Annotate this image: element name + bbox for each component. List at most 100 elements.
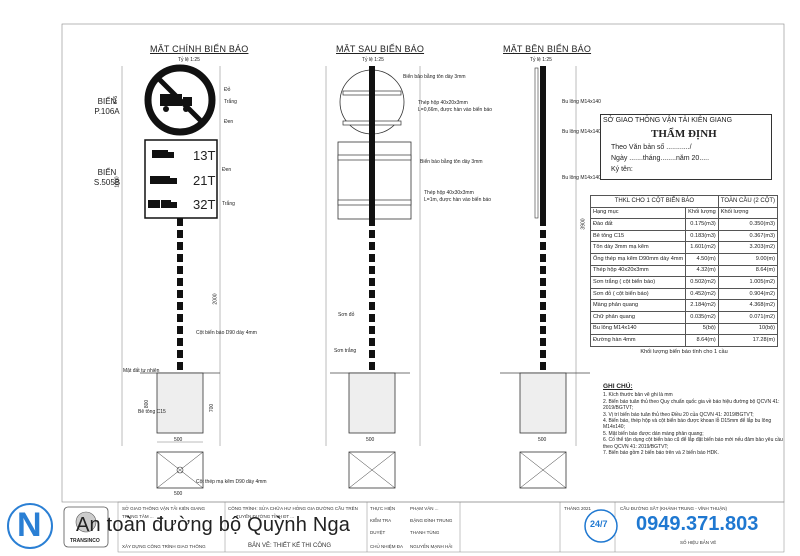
callout-red: Đỏ (224, 87, 231, 93)
qty-value: 10 (758, 325, 766, 332)
material-qty-one: 1.601(m2) (685, 241, 719, 254)
note-item: 3. Vị trí biển báo tuân thủ theo Điều 20… (603, 411, 754, 418)
callout-box-steel-1b: L=0,66m, được hàn vào biển báo (418, 107, 493, 113)
tb-org: SỞ GIAO THÔNG VẬN TẢI KIÊN GIANG (122, 506, 205, 511)
material-qty-one: 0.175(m3) (685, 218, 719, 231)
tb-approve-name: THANH TÙNG (410, 530, 440, 535)
material-item: Thép hộp 40x20x3mm (589, 264, 687, 278)
qty-unit: (m2) (704, 302, 716, 309)
support-badge: 24/7 (590, 519, 608, 529)
qty-value: 8.64 (755, 267, 767, 274)
qty-unit: (m3) (763, 220, 776, 227)
front-view (121, 64, 221, 489)
hotline-number[interactable]: 0949.371.803 (636, 513, 759, 535)
qty-value: 2.184 (690, 302, 705, 309)
dim-2000: 2000 (212, 293, 219, 305)
material-item: Chữ phản quang (589, 310, 687, 324)
front-pole-stripes (177, 226, 183, 362)
side-view-scale: Tỷ lệ 1:25 (530, 57, 552, 63)
material-qty-total: 4.368(m2) (717, 299, 779, 312)
qty-unit: (m2) (763, 302, 776, 309)
qty-value: 1.601 (690, 244, 705, 251)
dim-875: 875 (113, 95, 120, 105)
material-qty-one: 5(bộ) (685, 322, 719, 336)
tb-route: TUYẾN ĐƯỜNG TỈNH ĐT ... (236, 514, 295, 519)
qty-value: 0.183 (690, 232, 705, 239)
back-foundation (348, 372, 396, 434)
weight-row-2: 21T (193, 173, 216, 188)
dim-1000: 1000 (114, 176, 121, 188)
qty-unit: (m) (707, 267, 716, 274)
table-footer: Khối lượng biển báo tính cho 1 cầu (640, 348, 728, 355)
side-view (500, 66, 590, 489)
callout-black: Đen (224, 119, 234, 125)
material-item: Sơn trắng ( cột biển báo) (589, 276, 687, 289)
callout-red-paint: Sơn đỏ (338, 312, 355, 318)
tb-center: TRUNG TÂM ... (122, 514, 154, 519)
tb-lead-name: NGUYỄN MẠNH HẢI (410, 544, 453, 549)
qty-unit: (m3) (763, 232, 776, 239)
material-qty-total: 0.350(m3) (717, 218, 779, 231)
stamp-line-3: Ký tên: (611, 166, 633, 173)
callout-white-paint: Sơn trắng (334, 348, 357, 354)
callout-concrete: Bê tông C15 (138, 409, 166, 415)
weight-row-3: 32T (193, 197, 216, 212)
callout-box-steel-1: Thép hộp 40x20x3mm (418, 100, 468, 106)
side-view-title: MẶT BÊN BIỂN BÁO (503, 44, 592, 54)
tb-done-name: PHẠM VĂN ... (410, 506, 439, 511)
tb-approve: DUYỆT (370, 530, 386, 535)
material-qty-total: 0.367(m3) (717, 229, 779, 243)
stamp-org: SỞ GIAO THÔNG VẬN TẢI KIÊN GIANG (603, 117, 733, 124)
note-item: 6. Cố thể tận dụng cột biển báo cũ để lắ… (603, 437, 783, 450)
support-24-7-icon (584, 509, 618, 543)
qty-unit: (m) (766, 336, 776, 343)
front-view-title: MẶT CHÍNH BIỂN BÁO (150, 44, 249, 54)
weight-row-1: 13T (193, 148, 216, 163)
qty-value: 9.00 (755, 255, 767, 262)
truck-icon (160, 94, 192, 112)
material-item: Bu lông M14x140 (589, 322, 687, 336)
table-header-total: TOÀN CẦU (2 CỘT) (717, 195, 779, 208)
tb-check-name: ĐẶNG ĐÌNH TRUNG (410, 518, 453, 523)
qty-value: 0.904 (749, 290, 764, 297)
back-pole (369, 66, 375, 370)
qty-value: 4.50 (696, 255, 708, 262)
callout-white: Trắng (224, 99, 237, 105)
company-logo-icon (7, 503, 53, 549)
material-qty-one: 4.50(m) (685, 252, 719, 266)
material-qty-one: 4.32(m) (685, 264, 719, 278)
tb-bridge: CẦU ĐƯỜNG SẮT (KHÁNH TRUNG - VĨNH THUẬN) (620, 506, 727, 511)
front-foundation (156, 372, 204, 434)
qty-value: 0.071 (749, 313, 764, 320)
title-block (117, 501, 785, 553)
qty-value: 0.035 (690, 313, 705, 320)
dim-800: 800 (144, 399, 151, 409)
tb-done-by: THỰC HIỆN (370, 506, 396, 511)
callout-white-2: Trắng (222, 201, 235, 207)
notes: GHI CHÚ: 1. Kích thước bản vẽ ghi là mm … (603, 383, 783, 456)
truck-row-icons (148, 150, 177, 208)
note-item: 5. Mặt biển báo được dán màng phản quang… (603, 430, 704, 437)
dim-500-plan: 500 (174, 491, 183, 497)
material-qty-one: 0.183(m3) (685, 229, 719, 243)
qty-unit: (m3) (704, 220, 716, 227)
tb-drawing-no: SỐ HIỆU BẢN VẼ (680, 540, 717, 545)
approval-stamp: SỞ GIAO THÔNG VẬN TẢI KIÊN GIANG THẨM ĐỊ… (600, 114, 772, 180)
material-qty-total: 8.64(m) (717, 264, 779, 278)
material-qty-one: 0.035(m2) (685, 310, 719, 324)
back-view (325, 66, 421, 489)
qty-unit: (m2) (704, 313, 716, 320)
tb-drawing: BẢN VẼ: THIẾT KẾ THI CÔNG (248, 543, 332, 549)
callout-sign-plate-2: Biển báo bằng tôn dày 3mm (420, 159, 483, 165)
material-qty-one: 8.64(m) (685, 334, 719, 347)
notes-heading: GHI CHÚ: (603, 383, 633, 390)
materials-row: Sơn đỏ ( cột biển báo)0.452(m2)0.904(m2) (589, 287, 779, 301)
transinco-label: TRANSINCO (70, 538, 100, 544)
qty-value: 3.203 (749, 244, 764, 251)
table-col-qty: Khối lượng (685, 206, 719, 220)
tb-date: THÁNG 2021 (564, 506, 592, 511)
table-col-qty-2: Khối lượng (717, 206, 779, 220)
